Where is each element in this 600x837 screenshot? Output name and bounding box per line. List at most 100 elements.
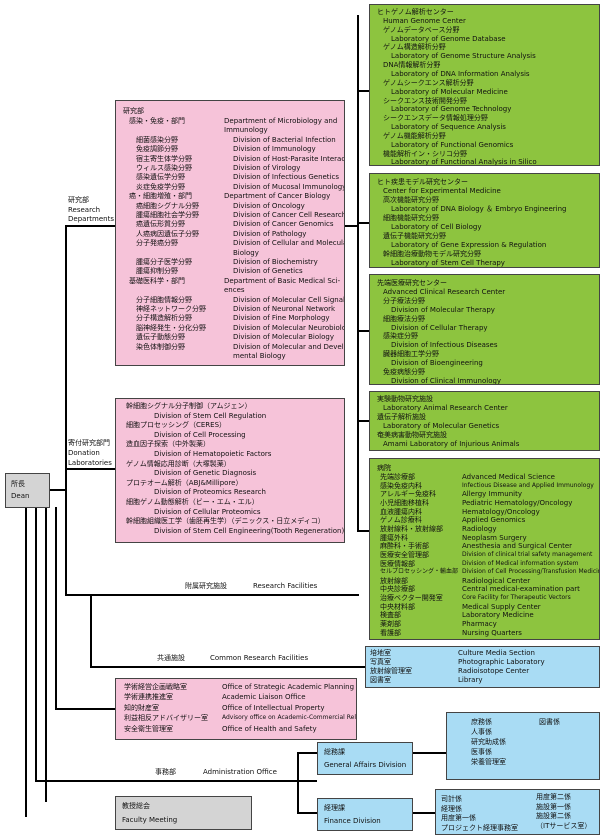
animal-item: 遺伝子解析施設 <box>377 412 426 421</box>
advanced_clinical-item: 感染症分野 <box>383 332 418 341</box>
hospital-row-en: Division of Medical information system <box>462 559 579 567</box>
hospital-row-jp: アレルギー免疫科 <box>380 490 436 499</box>
research-row-jp: 遺伝子動態分野 <box>136 333 185 342</box>
finance-section: 施設第二係 <box>536 812 571 820</box>
hospital-row-en: Nursing Quarters <box>462 628 522 637</box>
research-row-jp: 感染遺伝学分野 <box>136 173 185 182</box>
hospital-row-en: Core Facility for Therapeutic Vectors <box>462 594 571 602</box>
hospital-row-jp: 医療情報部 <box>380 559 415 568</box>
research-row-en: Department of Basic Medical Sci- <box>224 276 341 285</box>
general-affairs-section: 庶務係 <box>471 718 492 726</box>
common-facilities-jp: 共通施設 <box>157 654 185 662</box>
office-row-en: Office of Strategic Academic Planning <box>222 683 355 691</box>
hospital-row-jp: 感染免疫内科 <box>380 481 422 490</box>
admin-general-line <box>297 752 317 754</box>
donation-labs-box[interactable]: 幹細胞シグナル分子制御（アムジェン）Division of Stem Cell … <box>115 398 345 543</box>
animal-item: 奄美病害動物研究施設 <box>377 430 447 439</box>
trunk-left-3 <box>25 507 27 817</box>
research-row-jp: 癌細胞シグナル分野 <box>136 201 199 210</box>
finance-en: Finance Division <box>324 817 381 825</box>
research-row-jp: 宿主寄生体学分野 <box>136 154 192 163</box>
hospital-row-en: Anesthesia and Surgical Center <box>462 542 573 551</box>
genome_center-item: Laboratory of Functional Analysis in Sil… <box>391 158 537 166</box>
general-affairs-section: 栄養管理室 <box>471 758 506 766</box>
common-row-en: Library <box>458 676 483 684</box>
genome_center-item: DNA情報解析分野 <box>383 61 441 70</box>
finance-section: 司計係 <box>441 795 462 803</box>
general-affairs-section: 研究助成係 <box>471 738 506 746</box>
genome_center-item: ゲノムデータベース分野 <box>383 25 460 34</box>
finance-details-box[interactable]: 司計係経理係用度第一係プロジェクト経理事務室用度第二係施設第一係施設第二係（IT… <box>435 789 600 835</box>
common-line <box>90 666 365 668</box>
research-branch-line <box>65 225 115 227</box>
donation-row-en: Division of Genetic Diagnosis <box>154 469 257 478</box>
disease_model-item: Laboratory of DNA Biology ＆ Embryo Engin… <box>391 205 567 213</box>
research-row-en: Division of Immunology <box>233 145 316 154</box>
research-row-jp: 免疫調節分野 <box>136 145 178 154</box>
research-row-jp: 基礎医科学・部門 <box>129 276 185 285</box>
hospital-row-en: Radiology <box>462 524 497 533</box>
common-vertical <box>90 594 92 668</box>
genome_center-item: ヒトゲノム解析センター <box>377 8 454 16</box>
offices-vertical <box>55 507 57 709</box>
hospital-row-en: Hematology/Oncology <box>462 507 540 516</box>
research-row-jp: 人癌病因遺伝子分野 <box>136 229 199 238</box>
animal-item: 実験動物研究施設 <box>377 395 433 403</box>
research-row-jp: 分子構造解析分野 <box>136 314 192 323</box>
general-affairs-details-box[interactable]: 庶務係人事係研究助成係医事係栄養管理室図書係 <box>446 712 600 780</box>
genome_center-item: ゲノム機能解析分野 <box>383 131 446 140</box>
hospital-row-jp: セルプロセッシング・輸血部 <box>380 568 459 576</box>
research-row-en: Division of Neuronal Network <box>233 305 336 313</box>
research-row-en: Division of Molecular Biology <box>233 333 334 342</box>
research-departments-label-2: Research <box>68 206 101 214</box>
hospital-row-en: Applied Genomics <box>462 516 526 525</box>
office-row-en: Office of Health and Safety <box>222 724 317 733</box>
offices-line <box>55 708 115 710</box>
office-row-en: Academic Liaison Office <box>222 693 306 702</box>
center-branch-5 <box>357 530 369 532</box>
genome_center-item: Laboratory of Genome Database <box>391 34 506 43</box>
hospital-row-en: Medical Supply Center <box>462 602 541 611</box>
research-row-jp: ウィルス感染分野 <box>136 164 192 172</box>
genome_center-item: ゲノム構造解析分野 <box>383 43 446 52</box>
genome_center-item: Laboratory of Functional Genomics <box>391 140 514 149</box>
dean-box[interactable]: 所長 Dean <box>5 473 50 508</box>
faculty-meeting-box[interactable]: 教授総会 Faculty Meeting <box>115 796 252 830</box>
genome_center-item: シークエンスデータ情報処理分野 <box>383 114 488 123</box>
research-row-jp: 腫瘍細胞社会学分野 <box>136 211 199 219</box>
advanced_clinical-item: 先端医療研究センター <box>377 279 447 287</box>
common-row-jp: 放射線管理室 <box>370 667 412 675</box>
research-row-en: Division of Biochemistry <box>233 258 318 266</box>
disease_model-item: 細胞機能研究分野 <box>383 214 439 222</box>
faculty-meeting-jp: 教授総会 <box>122 802 150 810</box>
donation-row-jp: 幹細胞シグナル分子制御（アムジェン） <box>126 402 252 410</box>
general-affairs-box[interactable]: 総務課 General Affairs Division <box>317 742 413 775</box>
hospital-row-jp: 小児細胞移植科 <box>380 498 429 507</box>
hospital-row-jp: 治療ベクター開発室 <box>380 594 443 603</box>
hospital-header: 病院 <box>377 464 391 472</box>
research-row-jp: 癌・細胞増殖・部門 <box>129 192 192 201</box>
hospital-row-jp: 腫瘍外科 <box>380 533 408 542</box>
research-row-en: Division of Host-Parasite Interaction <box>233 154 345 163</box>
finance-section: プロジェクト経理事務室 <box>441 823 518 832</box>
faculty-line <box>35 780 115 782</box>
research-row-jp: 感染・免疫・部門 <box>129 117 185 125</box>
advanced_clinical-item: Advanced Clinical Research Center <box>383 287 506 296</box>
disease_model-item: 遺伝子機能研究分野 <box>383 232 446 240</box>
research-row-en: Division of Virology <box>233 164 301 172</box>
research-row-jp: 神経ネットワーク分野 <box>136 305 206 313</box>
common-row-en: Radioisotope Center <box>458 667 530 675</box>
general-affairs-section: 医事係 <box>471 748 492 756</box>
finance-jp: 経理課 <box>324 804 345 812</box>
finance-box[interactable]: 経理課 Finance Division <box>317 798 413 831</box>
research-facilities-en: Research Facilities <box>253 582 318 590</box>
genome_center-item: シークエンス技術開発分野 <box>383 96 467 105</box>
